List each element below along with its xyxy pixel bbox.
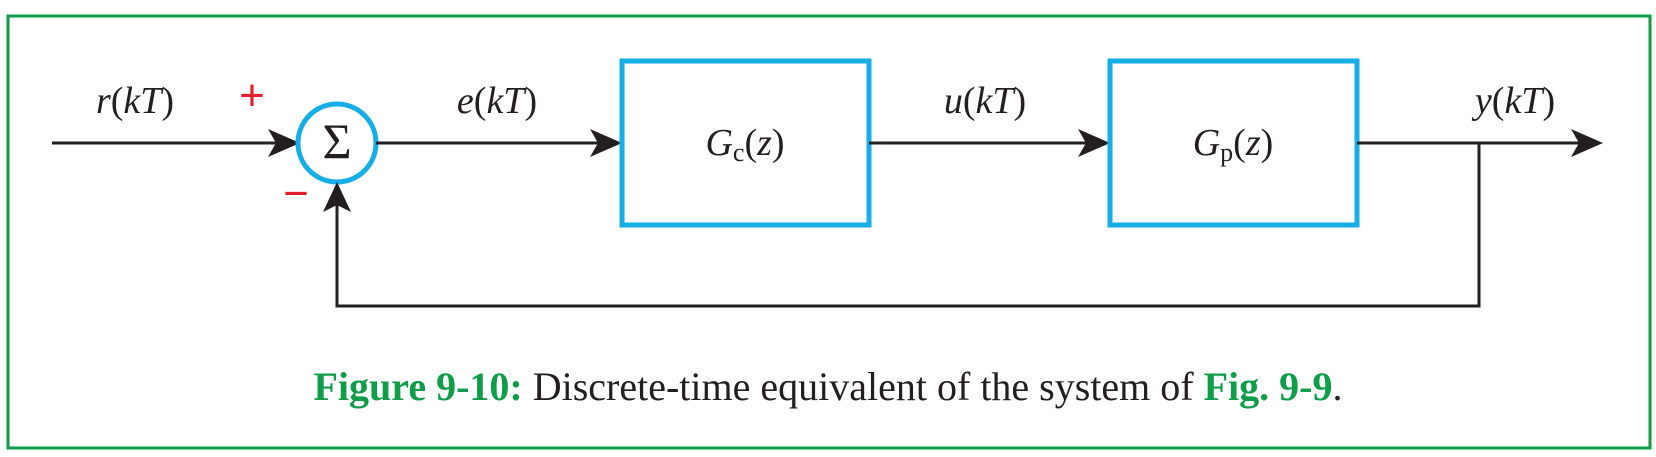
caption-text: Discrete-time equivalent of the system o… bbox=[533, 364, 1195, 409]
controller-block bbox=[619, 58, 872, 228]
figure-caption: Figure 9-10: Discrete-time equivalent of… bbox=[314, 364, 1343, 409]
caption-figure-ref: Fig. 9-9 bbox=[1204, 364, 1333, 409]
feedback-wire bbox=[335, 143, 1481, 308]
input-arrowhead bbox=[268, 129, 300, 157]
figure-frame bbox=[6, 14, 1652, 450]
control-arrowhead bbox=[1078, 129, 1110, 157]
caption-label: Figure 9-10: bbox=[314, 364, 523, 409]
error-signal-label: e(kT) bbox=[457, 80, 537, 122]
controller-label: Gc(z) bbox=[705, 122, 784, 167]
control-signal-label: u(kT) bbox=[944, 80, 1026, 122]
output-signal-label: y(kT) bbox=[1471, 80, 1555, 122]
sigma-symbol: Σ bbox=[322, 113, 351, 169]
minus-sign: − bbox=[283, 169, 309, 218]
plus-sign: + bbox=[239, 71, 265, 120]
input-signal-label: r(kT) bbox=[96, 80, 174, 122]
feedback-arrowhead bbox=[323, 182, 351, 212]
output-arrowhead bbox=[1571, 129, 1603, 157]
error-arrowhead bbox=[590, 129, 622, 157]
plant-label: Gp(z) bbox=[1193, 122, 1274, 167]
